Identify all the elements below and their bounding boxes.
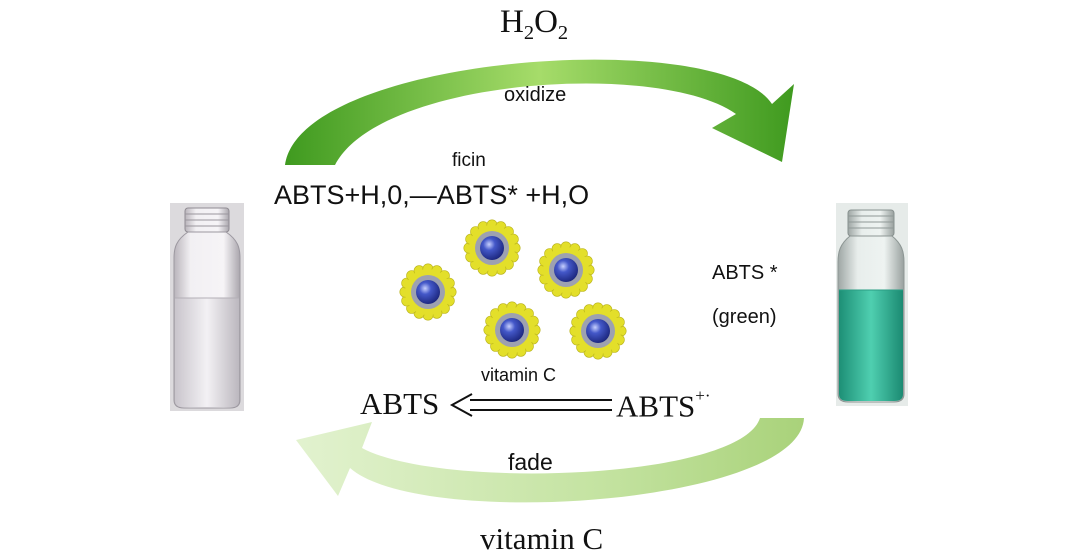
h2o2-label: H2O2 xyxy=(500,4,569,45)
nanoparticle xyxy=(537,241,595,299)
top-cycle-arrow xyxy=(285,59,794,165)
ficin-reaction-equation: ABTS+H,0,—ABTS* +H,O xyxy=(274,180,590,210)
vial-green xyxy=(836,203,908,406)
nanoparticle-cluster xyxy=(399,219,627,360)
nanoparticle xyxy=(399,263,457,321)
oxidize-label: oxidize xyxy=(504,84,567,106)
abts-product-label: ABTS xyxy=(360,386,440,421)
reduction-double-arrow xyxy=(449,393,612,417)
vitamin-c-catalyst-label: vitamin C xyxy=(481,365,557,385)
abts-radical-label: ABTS * xyxy=(712,262,778,284)
fade-label: fade xyxy=(508,449,553,475)
vitamin-c-reagent-label: vitamin C xyxy=(480,521,604,556)
abts-cation-label: ABTS+· xyxy=(616,386,711,424)
vial-colorless xyxy=(170,203,244,411)
green-color-label: (green) xyxy=(712,306,777,328)
nanoparticle xyxy=(483,301,541,359)
bottom-cycle-arrow xyxy=(296,418,804,503)
nanoparticle xyxy=(463,219,521,277)
nanoparticle xyxy=(569,302,627,360)
ficin-catalyst-label: ficin xyxy=(452,150,486,171)
